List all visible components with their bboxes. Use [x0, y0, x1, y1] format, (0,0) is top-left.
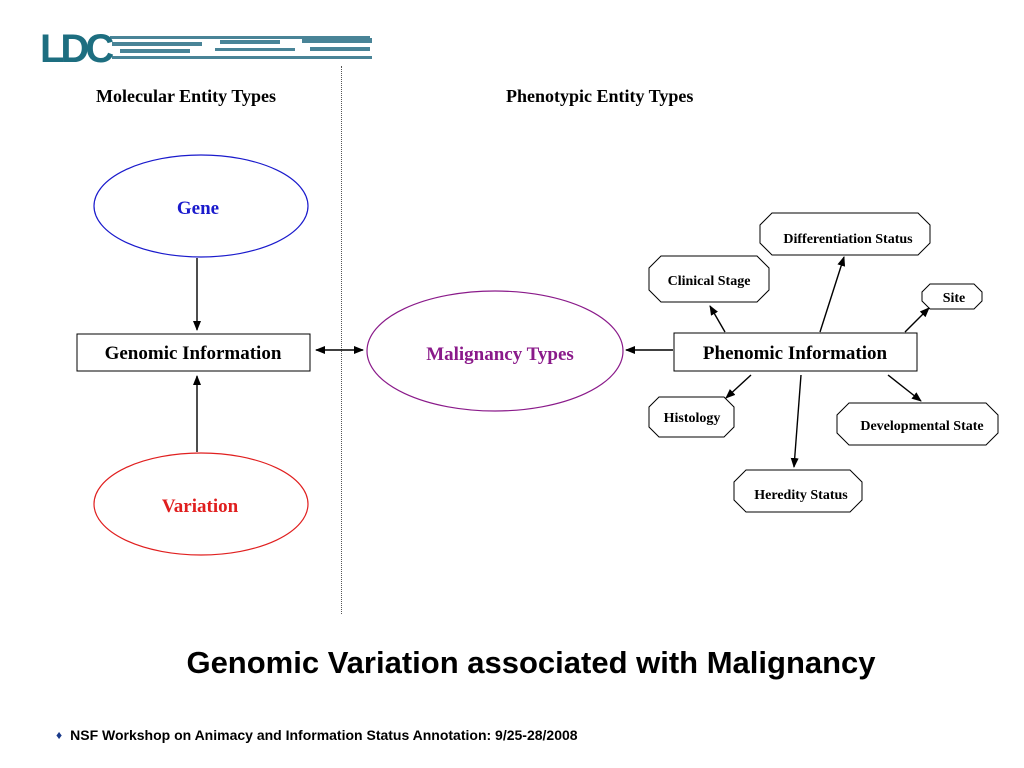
- site-node: Site: [921, 283, 983, 310]
- clinical-stage-box: [648, 255, 770, 303]
- histology-box: [648, 396, 735, 438]
- heredity-status-box: [733, 469, 863, 513]
- gene-ellipse: [93, 154, 309, 258]
- arrow-to-site: [904, 307, 930, 333]
- phenomic-information-label: Phenomic Information: [703, 343, 888, 364]
- molecular-entity-types-header: Molecular Entity Types: [96, 86, 276, 106]
- arrow-to-heredity-status: [790, 374, 802, 468]
- phenomic-information-node: Phenomic Information: [673, 332, 918, 372]
- histology-node: Histology: [648, 396, 735, 438]
- phenomic-information-box: [673, 332, 918, 372]
- malignancy-types-label: Malignancy Types: [426, 344, 574, 365]
- heredity-status-node: Heredity Status: [733, 469, 863, 513]
- developmental-state-box: [836, 402, 999, 446]
- developmental-state-node: Developmental State: [836, 402, 999, 446]
- variation-ellipse: [93, 452, 309, 556]
- malignancy-types-ellipse: [366, 290, 624, 412]
- footer-text: NSF Workshop on Animacy and Information …: [70, 727, 578, 743]
- arrow-to-clinical-stage: [709, 305, 726, 333]
- clinical-stage-node: Clinical Stage: [648, 255, 770, 303]
- variation-node: Variation: [93, 452, 309, 556]
- arrow-to-histology: [725, 374, 752, 399]
- clinical-stage-label: Clinical Stage: [668, 274, 751, 289]
- ldc-logo: LDC: [40, 24, 380, 71]
- genomic-information-label: Genomic Information: [105, 343, 282, 364]
- differentiation-status-label: Differentiation Status: [783, 232, 913, 247]
- logo-graphic: LDC: [40, 27, 372, 71]
- malignancy-types-node: Malignancy Types: [366, 290, 624, 412]
- heredity-status-label: Heredity Status: [754, 488, 848, 503]
- genomic-information-box: [76, 333, 311, 372]
- gene-label: Gene: [177, 198, 219, 219]
- developmental-state-label: Developmental State: [860, 419, 983, 434]
- arrow-to-differentiation-status: [819, 256, 846, 333]
- arrow-to-developmental-state: [887, 374, 922, 402]
- footer: ♦ NSF Workshop on Animacy and Information…: [56, 727, 578, 743]
- column-divider: [341, 66, 342, 614]
- logo-decoration: [110, 36, 372, 59]
- variation-label: Variation: [162, 496, 239, 517]
- phenotypic-entity-types-header: Phenotypic Entity Types: [506, 86, 694, 106]
- site-box: [921, 283, 983, 310]
- slide-title: Genomic Variation associated with Malign…: [186, 645, 876, 680]
- gene-node: Gene: [93, 154, 309, 258]
- differentiation-status-node: Differentiation Status: [759, 212, 931, 256]
- histology-label: Histology: [664, 411, 721, 426]
- differentiation-status-box: [759, 212, 931, 256]
- arrows: [193, 256, 930, 468]
- genomic-information-node: Genomic Information: [76, 333, 311, 372]
- site-label: Site: [943, 291, 966, 306]
- footer-bullet-icon: ♦: [56, 728, 63, 742]
- logo-text: LDC: [40, 27, 113, 70]
